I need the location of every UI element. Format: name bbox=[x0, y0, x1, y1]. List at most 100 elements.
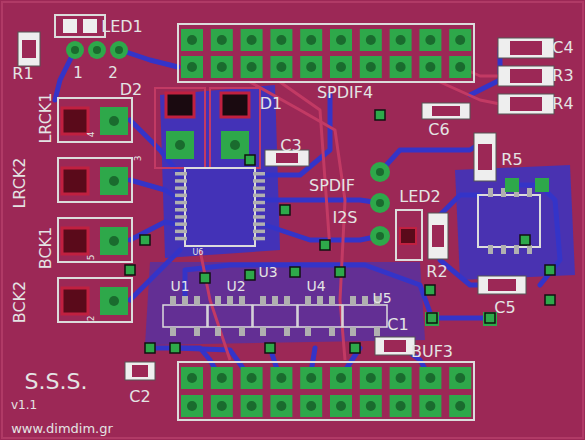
pad-hole bbox=[455, 373, 465, 383]
pad-hole bbox=[425, 401, 435, 411]
via bbox=[125, 265, 135, 275]
silkscreen-label: R4 bbox=[552, 96, 573, 112]
pad-hole bbox=[306, 401, 316, 411]
pad-hole bbox=[425, 62, 435, 72]
pad-hole bbox=[336, 35, 346, 45]
silkscreen-label: BCK1 bbox=[38, 227, 54, 270]
silkscreen-label: I2S bbox=[332, 210, 357, 226]
pad-hole bbox=[187, 401, 197, 411]
pad-hole bbox=[455, 401, 465, 411]
header-pad bbox=[300, 367, 322, 389]
header-pad bbox=[211, 367, 233, 389]
header-pad bbox=[270, 395, 292, 417]
pad-hole bbox=[187, 62, 197, 72]
header-pad bbox=[390, 29, 412, 51]
header-pad bbox=[181, 367, 203, 389]
pad-hole bbox=[306, 62, 316, 72]
pad-hole bbox=[247, 35, 257, 45]
silkscreen-label: C2 bbox=[129, 389, 150, 405]
pad-hole bbox=[366, 373, 376, 383]
via bbox=[145, 343, 155, 353]
pad-hole bbox=[217, 401, 227, 411]
silkscreen-label: U6 bbox=[193, 249, 204, 257]
silkscreen-label: U5 bbox=[372, 291, 391, 305]
pad-hole bbox=[187, 35, 197, 45]
pad-hole bbox=[247, 373, 257, 383]
via bbox=[170, 343, 180, 353]
pad-hole bbox=[396, 62, 406, 72]
header-pad bbox=[330, 367, 352, 389]
header-pad bbox=[449, 395, 471, 417]
header-pad bbox=[300, 29, 322, 51]
pad-hole bbox=[366, 35, 376, 45]
silkscreen-label: U3 bbox=[258, 265, 277, 279]
header-pad bbox=[449, 29, 471, 51]
header-pad bbox=[449, 367, 471, 389]
silkscreen-label: R2 bbox=[426, 264, 447, 280]
pad-hole bbox=[396, 35, 406, 45]
header-pad bbox=[211, 29, 233, 51]
pad-hole bbox=[455, 62, 465, 72]
silkscreen-label: 3 bbox=[134, 155, 143, 161]
header-pad bbox=[390, 395, 412, 417]
header-pad bbox=[241, 367, 263, 389]
pad-hole bbox=[217, 35, 227, 45]
silkscreen-label: www.dimdim.gr bbox=[11, 422, 113, 435]
pad-hole bbox=[276, 373, 286, 383]
header-pad bbox=[300, 56, 322, 78]
header-pad bbox=[330, 29, 352, 51]
pad-hole bbox=[187, 373, 197, 383]
header-pad bbox=[181, 56, 203, 78]
pad-hole bbox=[396, 401, 406, 411]
header-pad bbox=[360, 395, 382, 417]
silkscreen-label: U1 bbox=[170, 279, 189, 293]
silkscreen-label: R3 bbox=[552, 68, 573, 84]
silkscreen-label: C5 bbox=[494, 300, 515, 316]
header-pad bbox=[330, 395, 352, 417]
via bbox=[140, 235, 150, 245]
pad-hole bbox=[336, 62, 346, 72]
header-pad bbox=[360, 56, 382, 78]
header-pad bbox=[211, 395, 233, 417]
pad-hole bbox=[425, 373, 435, 383]
via bbox=[545, 265, 555, 275]
header-pad bbox=[419, 395, 441, 417]
pad-hole bbox=[425, 35, 435, 45]
pad-hole bbox=[455, 35, 465, 45]
header-pad bbox=[449, 56, 471, 78]
silkscreen-label: LRCK1 bbox=[38, 92, 54, 143]
pad-hole bbox=[366, 401, 376, 411]
silkscreen-label: 2 bbox=[87, 315, 96, 321]
pad-hole bbox=[247, 401, 257, 411]
header-pad bbox=[419, 367, 441, 389]
header-pad bbox=[241, 29, 263, 51]
via bbox=[200, 273, 210, 283]
silkscreen-label: U4 bbox=[306, 279, 325, 293]
silkscreen-label: R5 bbox=[501, 152, 522, 168]
pad-hole bbox=[247, 62, 257, 72]
pad-hole bbox=[336, 373, 346, 383]
silkscreen-label: C3 bbox=[280, 138, 301, 154]
silkscreen-label: BCK2 bbox=[12, 281, 28, 324]
silkscreen-label: SPDIF bbox=[309, 178, 355, 194]
header-pad bbox=[390, 56, 412, 78]
via bbox=[245, 270, 255, 280]
pad-hole bbox=[306, 35, 316, 45]
header-pad bbox=[270, 56, 292, 78]
silkscreen-label: D1 bbox=[260, 96, 283, 112]
pad-hole bbox=[217, 62, 227, 72]
silkscreen-label: LED1 bbox=[101, 19, 143, 35]
pad-hole bbox=[306, 373, 316, 383]
via bbox=[265, 343, 275, 353]
header-pad bbox=[270, 367, 292, 389]
via bbox=[545, 295, 555, 305]
silkscreen-label: 2 bbox=[108, 66, 118, 81]
via bbox=[320, 240, 330, 250]
silkscreen-label: C6 bbox=[428, 122, 449, 138]
via bbox=[485, 313, 495, 323]
pad-hole bbox=[276, 35, 286, 45]
header-pad bbox=[300, 395, 322, 417]
silkscreen-label: U2 bbox=[226, 279, 245, 293]
